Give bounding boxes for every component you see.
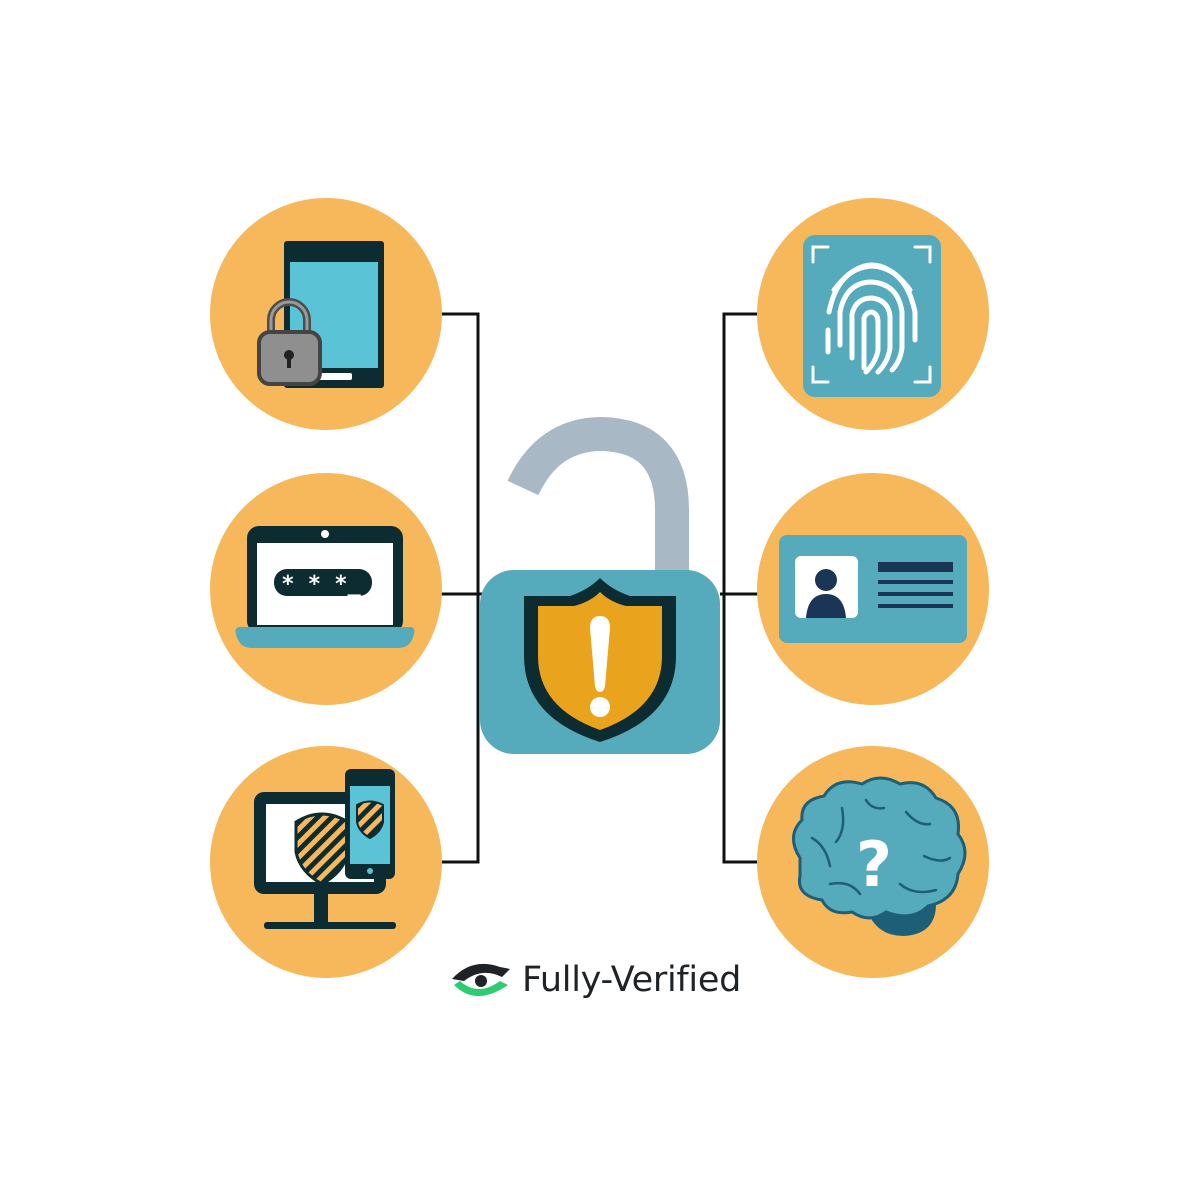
eye-check-logo-icon	[452, 963, 510, 996]
brand-logo: Fully-Verified	[448, 948, 768, 1012]
fingerprint-scan-icon	[803, 235, 941, 397]
id-card-icon	[779, 535, 967, 643]
brain-question-icon: ?	[792, 776, 967, 936]
password-mask: * * *_	[281, 572, 361, 597]
open-padlock-warning-shield-icon	[480, 416, 720, 754]
brand-name: Fully-Verified	[522, 960, 741, 1000]
laptop-password-field-icon: * * *_	[235, 526, 415, 648]
connector-lines	[440, 312, 760, 864]
question-mark: ?	[856, 828, 892, 901]
tablet-with-padlock-icon	[257, 241, 384, 388]
monitor-and-phone-shield-icon	[254, 769, 396, 929]
